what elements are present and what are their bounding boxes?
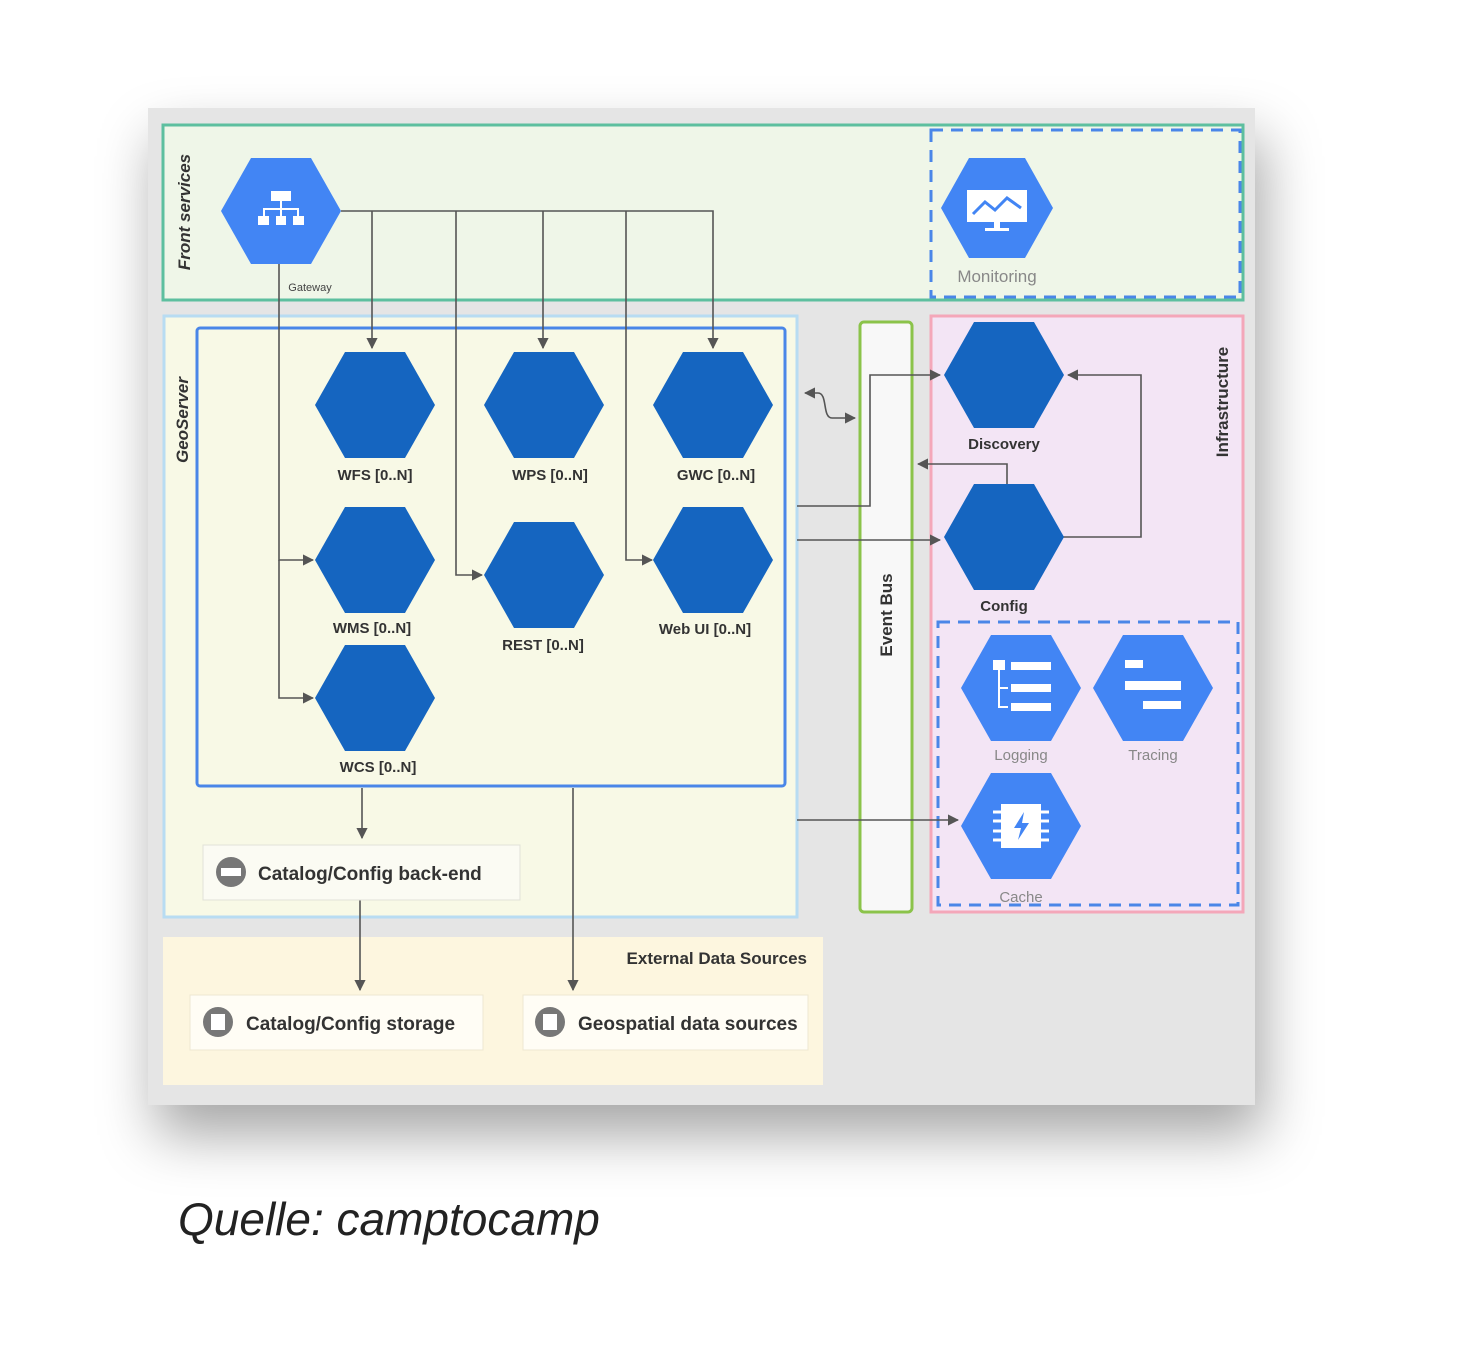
- logging-icon: [993, 660, 1051, 711]
- infra-cache[interactable]: [961, 773, 1081, 879]
- geoserver-services-box: [195, 326, 787, 788]
- wcs-label: WCS [0..N]: [340, 759, 417, 776]
- catalog-config-backend[interactable]: Catalog/Config back-end: [202, 844, 521, 901]
- rest-label: REST [0..N]: [502, 637, 584, 654]
- geoserver-label: GeoServer: [173, 376, 192, 463]
- monitoring-node[interactable]: [941, 158, 1053, 258]
- monitoring-dashed-group: [929, 128, 1242, 299]
- wps-label: WPS [0..N]: [512, 467, 588, 484]
- logging-label: Logging: [994, 747, 1047, 764]
- observability-dashed-group: [936, 620, 1240, 907]
- memorystore-chip-icon: [993, 804, 1049, 848]
- service-webui[interactable]: Web UI [0..N]: [653, 507, 773, 638]
- connectors: [278, 210, 1142, 992]
- service-wcs[interactable]: WCS [0..N]: [315, 645, 435, 776]
- infra-discovery[interactable]: Discovery: [944, 322, 1064, 453]
- config-label: Config: [980, 598, 1027, 615]
- tracing-icon: [1125, 660, 1181, 709]
- gateway-label: Gateway: [288, 282, 332, 294]
- front-services-group: [161, 123, 1245, 302]
- backend-label: Catalog/Config back-end: [258, 864, 482, 885]
- geospatial-label: Geospatial data sources: [578, 1014, 798, 1035]
- tracing-label: Tracing: [1128, 747, 1177, 764]
- source-caption: Quelle: camptocamp: [178, 1193, 600, 1245]
- gateway-node[interactable]: [221, 158, 341, 264]
- infra-config[interactable]: Config: [944, 484, 1064, 615]
- wfs-label: WFS [0..N]: [338, 467, 413, 484]
- webui-label: Web UI [0..N]: [659, 621, 751, 638]
- service-wps[interactable]: WPS [0..N]: [484, 352, 604, 484]
- monitoring-label: Monitoring: [957, 267, 1036, 286]
- infra-tracing[interactable]: [1093, 635, 1213, 741]
- service-wfs[interactable]: WFS [0..N]: [315, 352, 435, 484]
- catalog-storage-label: Catalog/Config storage: [246, 1014, 455, 1035]
- external-data-sources-label: External Data Sources: [627, 949, 807, 968]
- monitor-icon: [967, 190, 1027, 231]
- infra-logging[interactable]: [961, 635, 1081, 741]
- cache-label: Cache: [999, 889, 1042, 906]
- wms-label: WMS [0..N]: [333, 620, 411, 637]
- geospatial-data-sources[interactable]: Geospatial data sources: [522, 994, 809, 1051]
- discovery-label: Discovery: [968, 436, 1040, 453]
- service-wms[interactable]: WMS [0..N]: [315, 507, 435, 637]
- service-rest[interactable]: REST [0..N]: [484, 522, 604, 654]
- infrastructure-label: Infrastructure: [1213, 347, 1232, 458]
- front-services-label: Front services: [175, 154, 194, 270]
- sitemap-icon: [258, 191, 304, 225]
- service-gwc[interactable]: GWC [0..N]: [653, 352, 773, 484]
- event-bus-label: Event Bus: [877, 573, 896, 656]
- gwc-label: GWC [0..N]: [677, 467, 755, 484]
- event-bus: [858, 320, 914, 914]
- catalog-config-storage[interactable]: Catalog/Config storage: [189, 994, 484, 1051]
